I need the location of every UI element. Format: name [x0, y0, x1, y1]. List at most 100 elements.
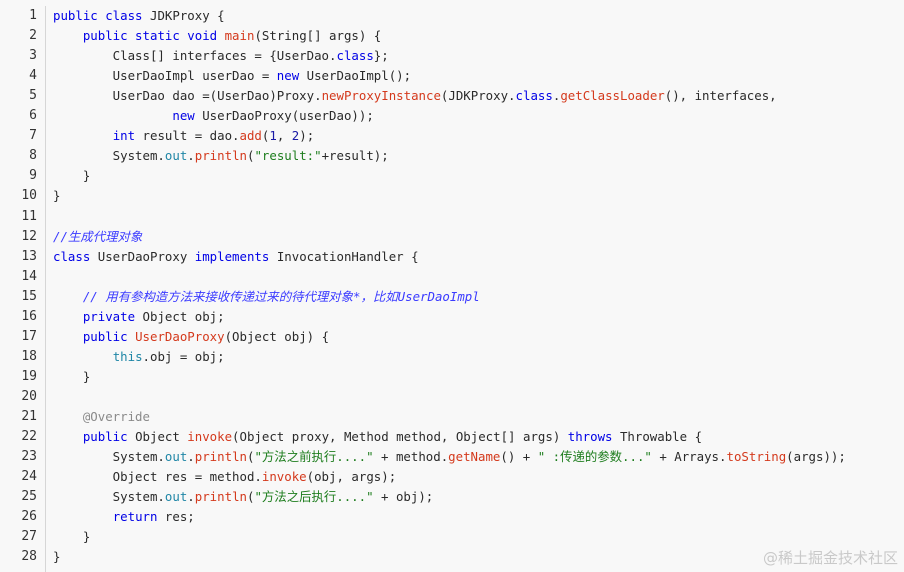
code-token: };: [373, 48, 389, 64]
code-token: +result);: [321, 148, 389, 164]
code-line: 15 // 用有参构造方法来接收传递过来的待代理对象*，比如UserDaoImp…: [0, 287, 904, 307]
code-token: (Object proxy, Method method, Object[] a…: [232, 429, 568, 445]
code-token: getClassLoader: [560, 88, 665, 104]
code-token: [53, 509, 113, 524]
code-token: [53, 289, 83, 304]
code-token: }: [53, 168, 91, 184]
code-text: System.out.println("方法之后执行...." + obj);: [53, 487, 434, 507]
code-token: class: [515, 88, 553, 104]
code-token: public class: [53, 8, 150, 23]
code-line: 11: [0, 207, 904, 227]
code-line: 24 Object res = method.invoke(obj, args)…: [0, 467, 904, 487]
code-line: 28}: [0, 547, 904, 567]
code-token: private: [82, 308, 143, 324]
code-token: System.: [53, 148, 165, 164]
code-text: @Override: [53, 407, 150, 427]
line-number: 21: [21, 409, 37, 424]
code-text: }: [53, 547, 60, 567]
code-token: + method.: [373, 449, 449, 465]
code-token: Throwable {: [619, 429, 703, 445]
code-token: res;: [164, 509, 195, 525]
code-token: (JDKProxy.: [440, 88, 516, 104]
line-number: 17: [21, 328, 37, 344]
line-number: 10: [21, 188, 37, 204]
code-token: (Object obj) {: [224, 328, 330, 344]
line-number: 15: [21, 288, 37, 304]
code-token: new: [276, 68, 307, 84]
line-number: 27: [21, 529, 37, 545]
code-line: 9 }: [0, 166, 904, 186]
code-token: class: [53, 248, 98, 264]
code-text: }: [53, 166, 90, 186]
code-token: new: [172, 108, 203, 124]
code-token: newProxyInstance: [321, 88, 441, 104]
code-text: }: [53, 527, 90, 547]
code-token: add: [239, 128, 262, 144]
code-token: (: [246, 148, 255, 164]
line-number: 3: [29, 48, 37, 64]
code-text: public static void main(String[] args) {: [53, 26, 381, 46]
code-token: + obj);: [373, 489, 434, 505]
code-text: System.out.println("result:"+result);: [53, 146, 389, 166]
code-token: UserDaoProxy: [97, 248, 195, 264]
code-token: .: [187, 148, 195, 164]
code-line: 4 UserDaoImpl userDao = new UserDaoImpl(…: [0, 66, 904, 86]
line-number-gutter: [0, 6, 46, 572]
code-line: 17 public UserDaoProxy(Object obj) {: [0, 327, 904, 347]
code-line: 23 System.out.println("方法之前执行...." + met…: [0, 447, 904, 467]
line-number: 9: [29, 168, 37, 184]
code-token: 2: [291, 128, 300, 144]
code-token: UserDaoProxy: [135, 328, 225, 344]
code-token: System.: [53, 449, 165, 465]
code-token: out: [164, 148, 188, 164]
code-token: UserDaoProxy(userDao));: [202, 108, 374, 124]
code-token: this: [112, 348, 143, 364]
line-number: 24: [21, 469, 37, 485]
code-token: }: [53, 188, 61, 204]
code-token: out: [164, 449, 188, 465]
line-number: 19: [21, 368, 37, 384]
code-text: public class JDKProxy {: [53, 6, 225, 26]
code-token: }: [53, 529, 91, 545]
code-token: Object: [135, 429, 188, 445]
code-token: Object obj;: [142, 308, 225, 324]
code-token: toString: [726, 449, 787, 465]
code-token: [53, 429, 83, 444]
code-token: // 用有参构造方法来接收传递过来的待代理对象*，比如UserDaoImpl: [82, 288, 480, 304]
code-token: (obj, args);: [306, 469, 397, 485]
code-line: 2 public static void main(String[] args)…: [0, 26, 904, 46]
code-token: [53, 329, 83, 344]
code-text: //生成代理对象: [53, 227, 142, 247]
code-token: (args));: [786, 449, 846, 465]
code-text: class UserDaoProxy implements Invocation…: [53, 247, 419, 267]
code-token: }: [53, 368, 91, 384]
code-token: public: [82, 429, 136, 445]
line-number: 16: [21, 308, 37, 324]
line-number: 25: [21, 489, 37, 505]
code-line: 21 @Override: [0, 407, 904, 427]
code-text: }: [53, 186, 60, 206]
code-token: [53, 108, 172, 123]
code-token: + Arrays.: [651, 449, 727, 465]
code-token: getName: [448, 449, 501, 465]
watermark: @稀土掘金技术社区: [762, 549, 898, 567]
line-number: 28: [21, 549, 37, 565]
code-token: invoke: [187, 429, 233, 445]
code-text: }: [53, 367, 90, 387]
code-text: Class[] interfaces = {UserDao.class};: [53, 46, 389, 66]
code-token: 1: [269, 128, 277, 144]
code-token: .: [187, 449, 195, 465]
code-token: );: [299, 128, 315, 144]
line-number: 5: [29, 88, 37, 104]
code-token: [53, 349, 113, 364]
line-number: 26: [21, 509, 37, 525]
code-token: println: [194, 148, 247, 164]
code-token: (: [246, 449, 255, 465]
code-text: public Object invoke(Object proxy, Metho…: [53, 427, 702, 447]
code-token: "方法之后执行....": [254, 489, 374, 505]
code-token: System.: [53, 489, 165, 505]
code-token: (), interfaces,: [664, 88, 777, 104]
